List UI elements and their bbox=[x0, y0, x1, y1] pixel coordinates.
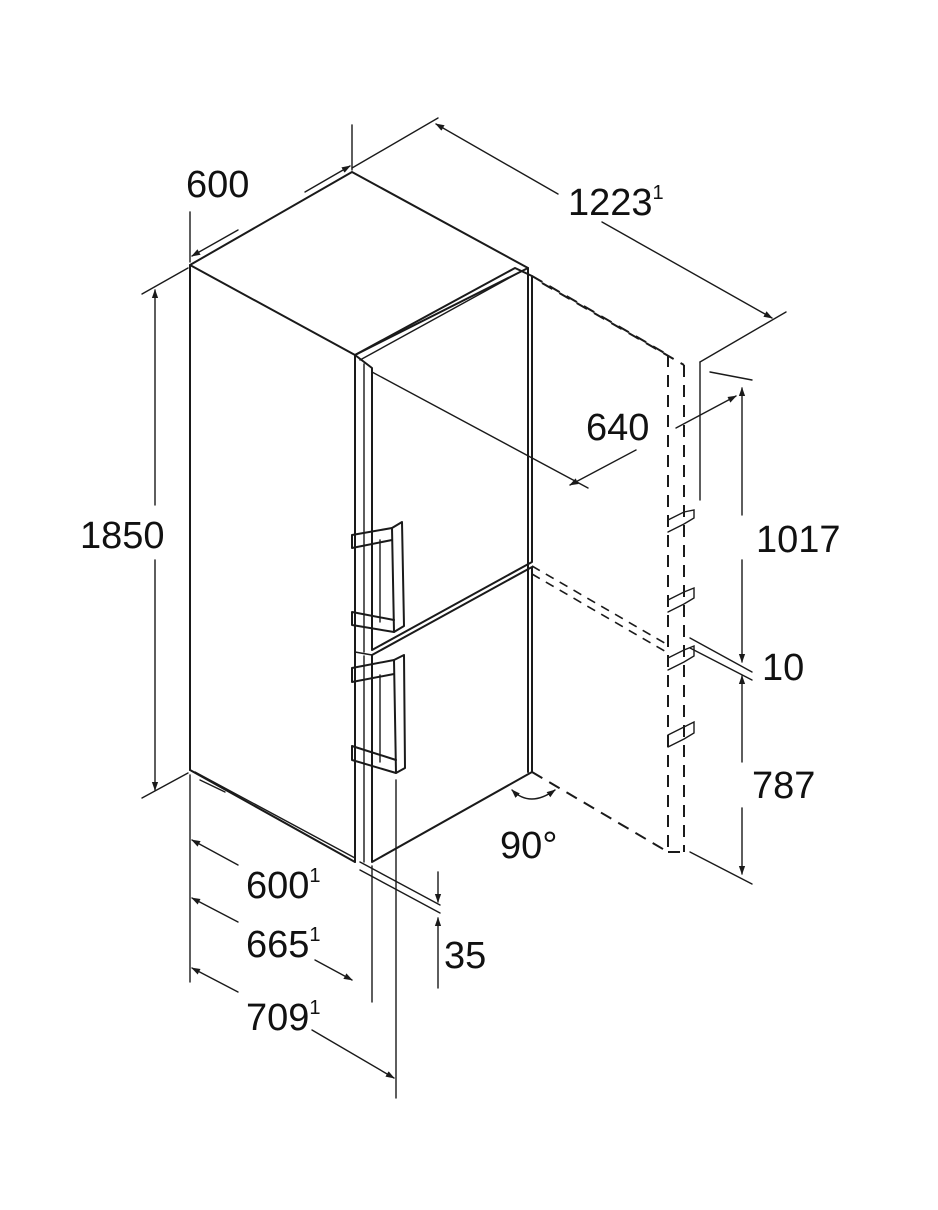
label-handle-offset: 35 bbox=[444, 935, 486, 977]
dim-top-width bbox=[189, 124, 353, 263]
upper-door bbox=[354, 267, 533, 651]
dim-total-depth bbox=[351, 117, 787, 363]
dim-door-depth bbox=[371, 371, 737, 489]
dim-handle-offset bbox=[359, 861, 442, 989]
label-door-angle: 90° bbox=[500, 825, 557, 867]
door-gap-line bbox=[354, 651, 373, 656]
fridge-bottom-edge bbox=[189, 769, 356, 863]
open-door-hinge bbox=[667, 509, 695, 533]
fridge-plinth bbox=[194, 771, 356, 859]
fridge-foot bbox=[199, 779, 226, 793]
label-door-depth: 640 bbox=[586, 407, 649, 449]
upper-door-handle bbox=[351, 521, 405, 633]
dim-bottom-depths bbox=[189, 774, 397, 1099]
label-depth-with-door: 6651 bbox=[246, 924, 321, 966]
open-door-hinge bbox=[667, 586, 695, 613]
fridge-doors bbox=[351, 267, 533, 863]
upper-door-top-edge bbox=[359, 271, 521, 361]
open-door-hinge bbox=[667, 644, 695, 671]
label-door-gap: 10 bbox=[762, 647, 804, 689]
label-depth-body: 6001 bbox=[246, 865, 321, 907]
open-door-hinge bbox=[667, 720, 695, 748]
label-upper-door-height: 1017 bbox=[756, 519, 841, 561]
label-depth-with-handle: 7091 bbox=[246, 997, 321, 1039]
dim-height bbox=[141, 267, 189, 799]
fridge-body bbox=[189, 171, 529, 863]
open-door-outline bbox=[531, 275, 695, 853]
lower-door-handle bbox=[351, 654, 406, 774]
label-height: 1850 bbox=[80, 515, 165, 557]
dim-door-angle bbox=[511, 789, 556, 800]
label-top-width: 600 bbox=[186, 164, 249, 206]
dim-door-heights bbox=[689, 361, 753, 885]
label-total-depth: 12231 bbox=[568, 182, 664, 224]
label-lower-door-height: 787 bbox=[752, 765, 815, 807]
